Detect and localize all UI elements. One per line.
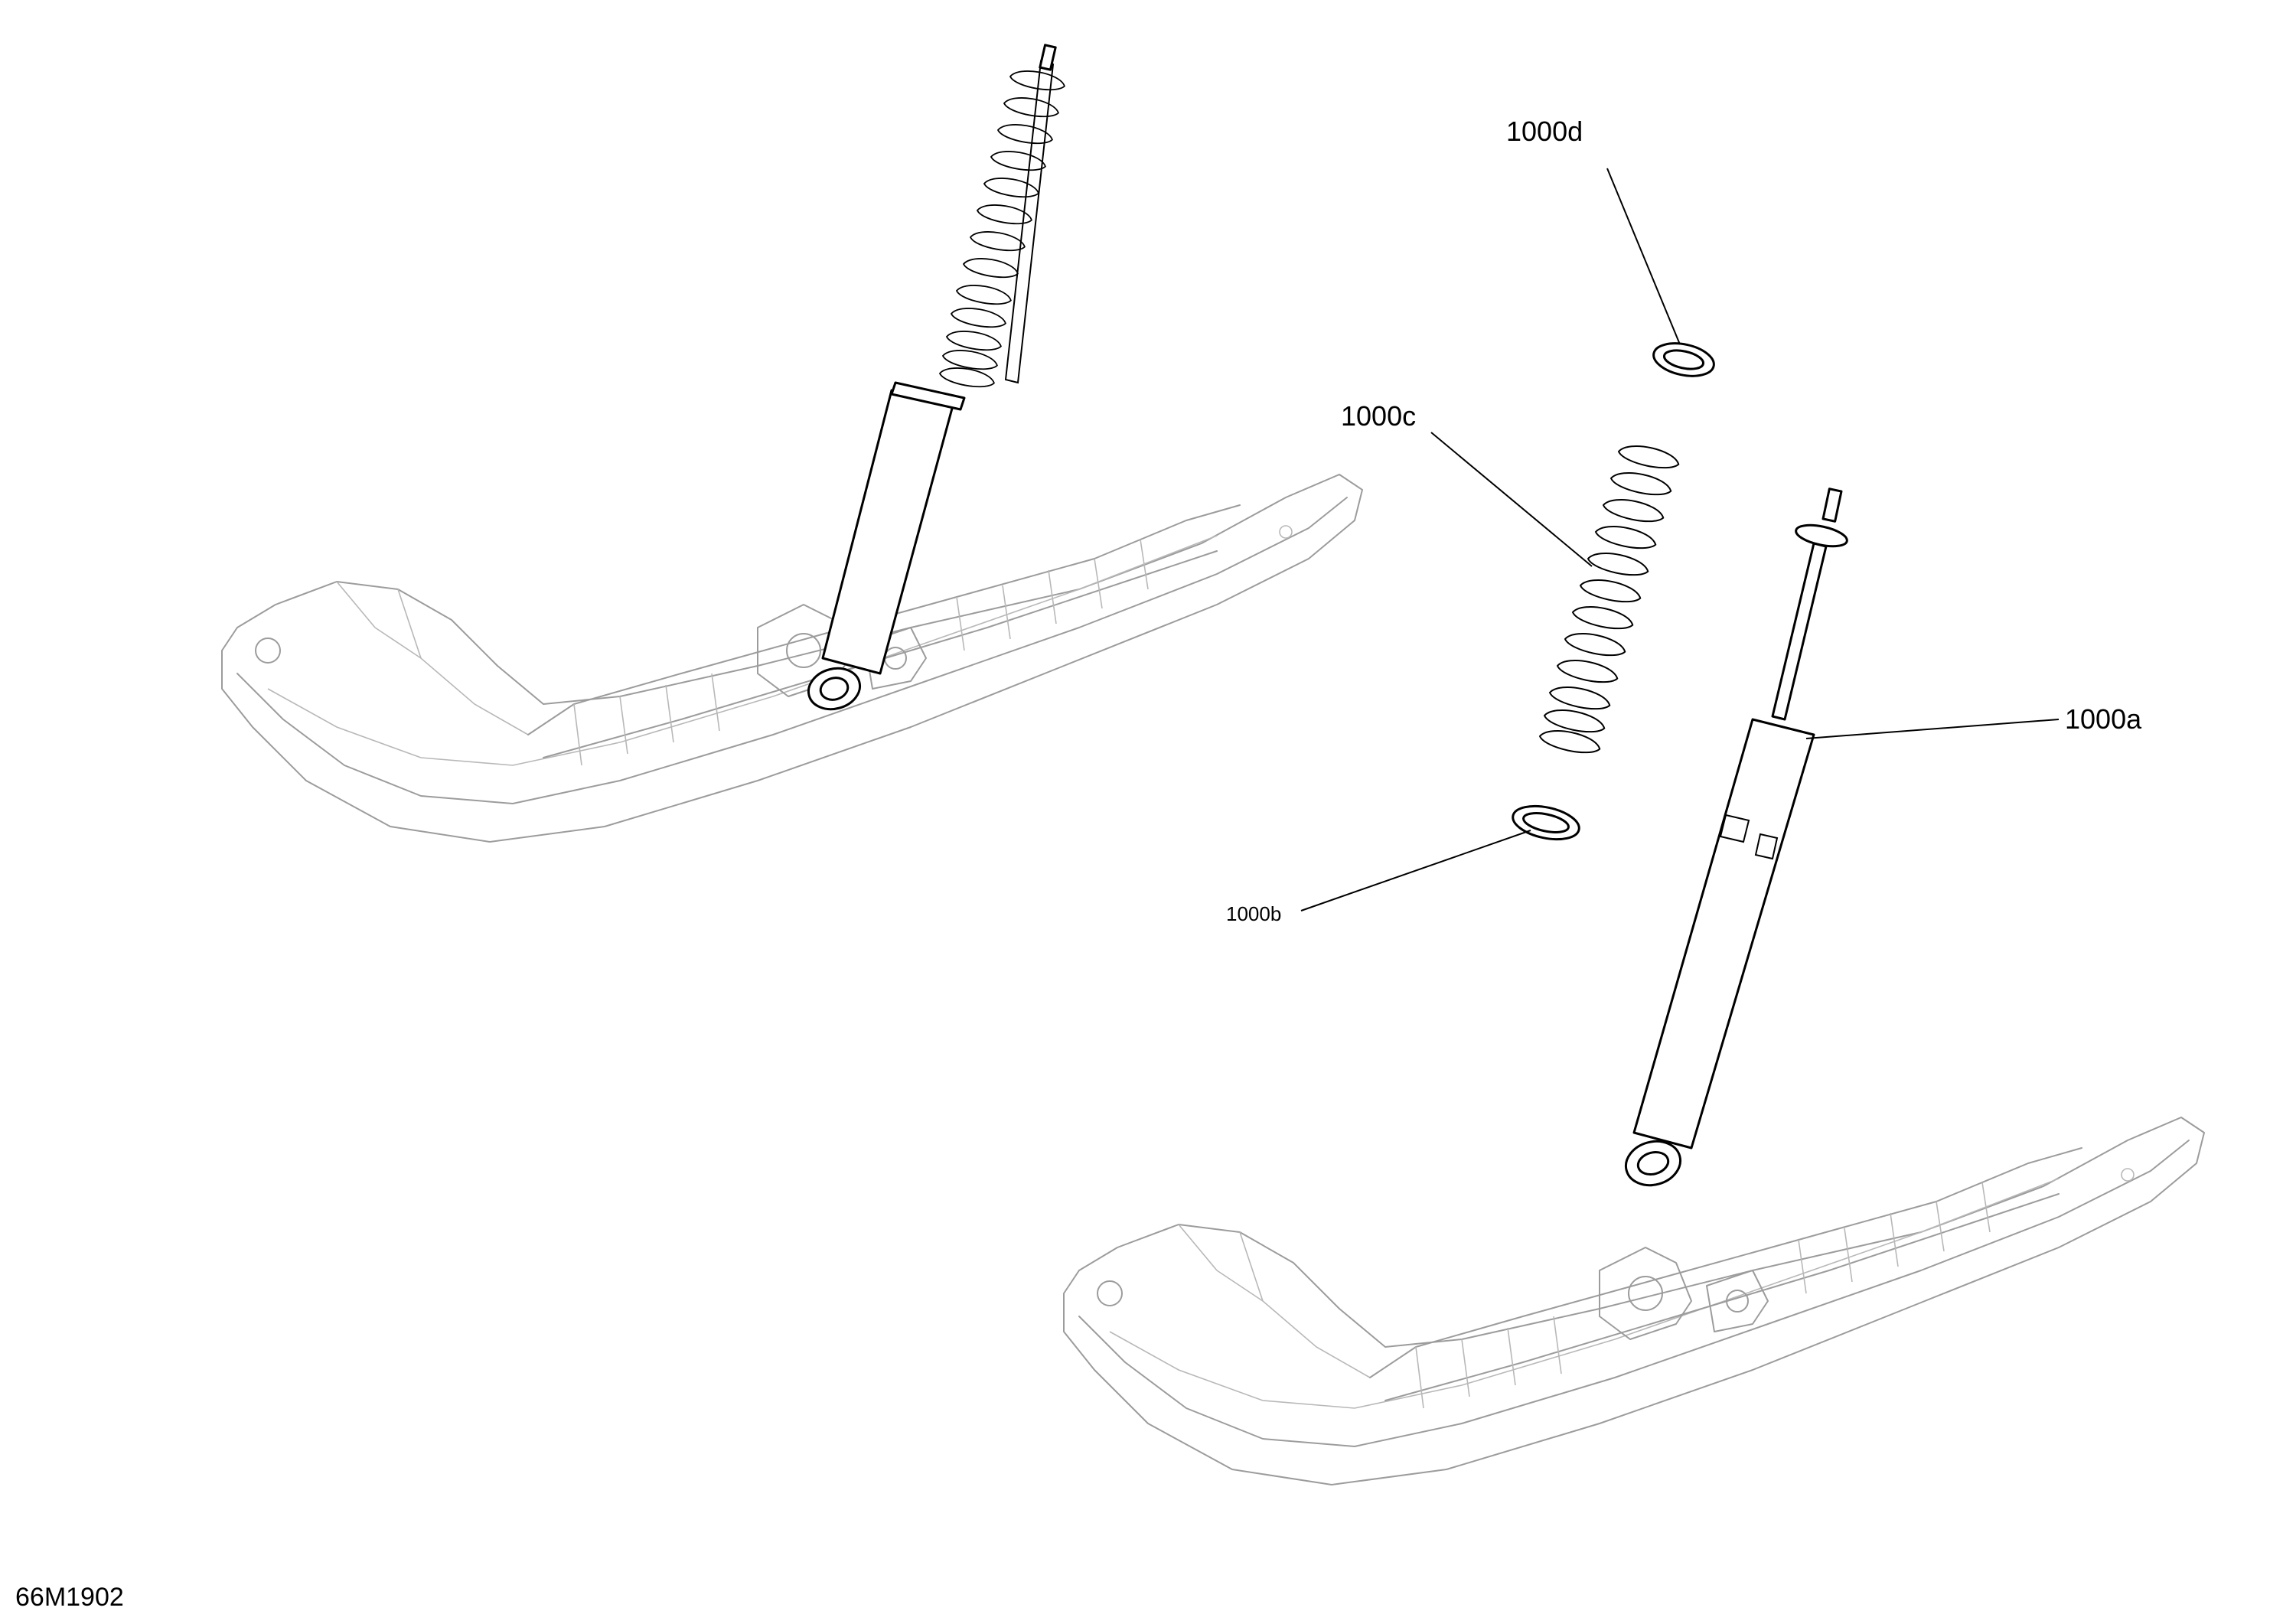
leader-1000d (1606, 168, 1681, 345)
part-1000d-retainer (1652, 342, 1715, 377)
part-1000c-coil-spring (1537, 440, 1682, 758)
part-1000b-seat-ring (1512, 804, 1580, 841)
leader-1000b (1300, 830, 1531, 911)
callout-1000d: 1000d (1506, 116, 1583, 147)
leader-1000a (1805, 719, 2060, 739)
assembled-shock-absorber (807, 44, 1067, 711)
drawing-number: 66M1902 (15, 1583, 124, 1612)
part-1000a-shock-absorber (1624, 488, 1848, 1187)
leader-1000c (1430, 432, 1593, 567)
callout-1000c: 1000c (1341, 400, 1416, 432)
callout-1000b: 1000b (1226, 902, 1281, 925)
assembled-ski (221, 474, 1363, 843)
assembled-coil-spring (938, 67, 1067, 391)
callout-1000a: 1000a (2065, 703, 2142, 735)
